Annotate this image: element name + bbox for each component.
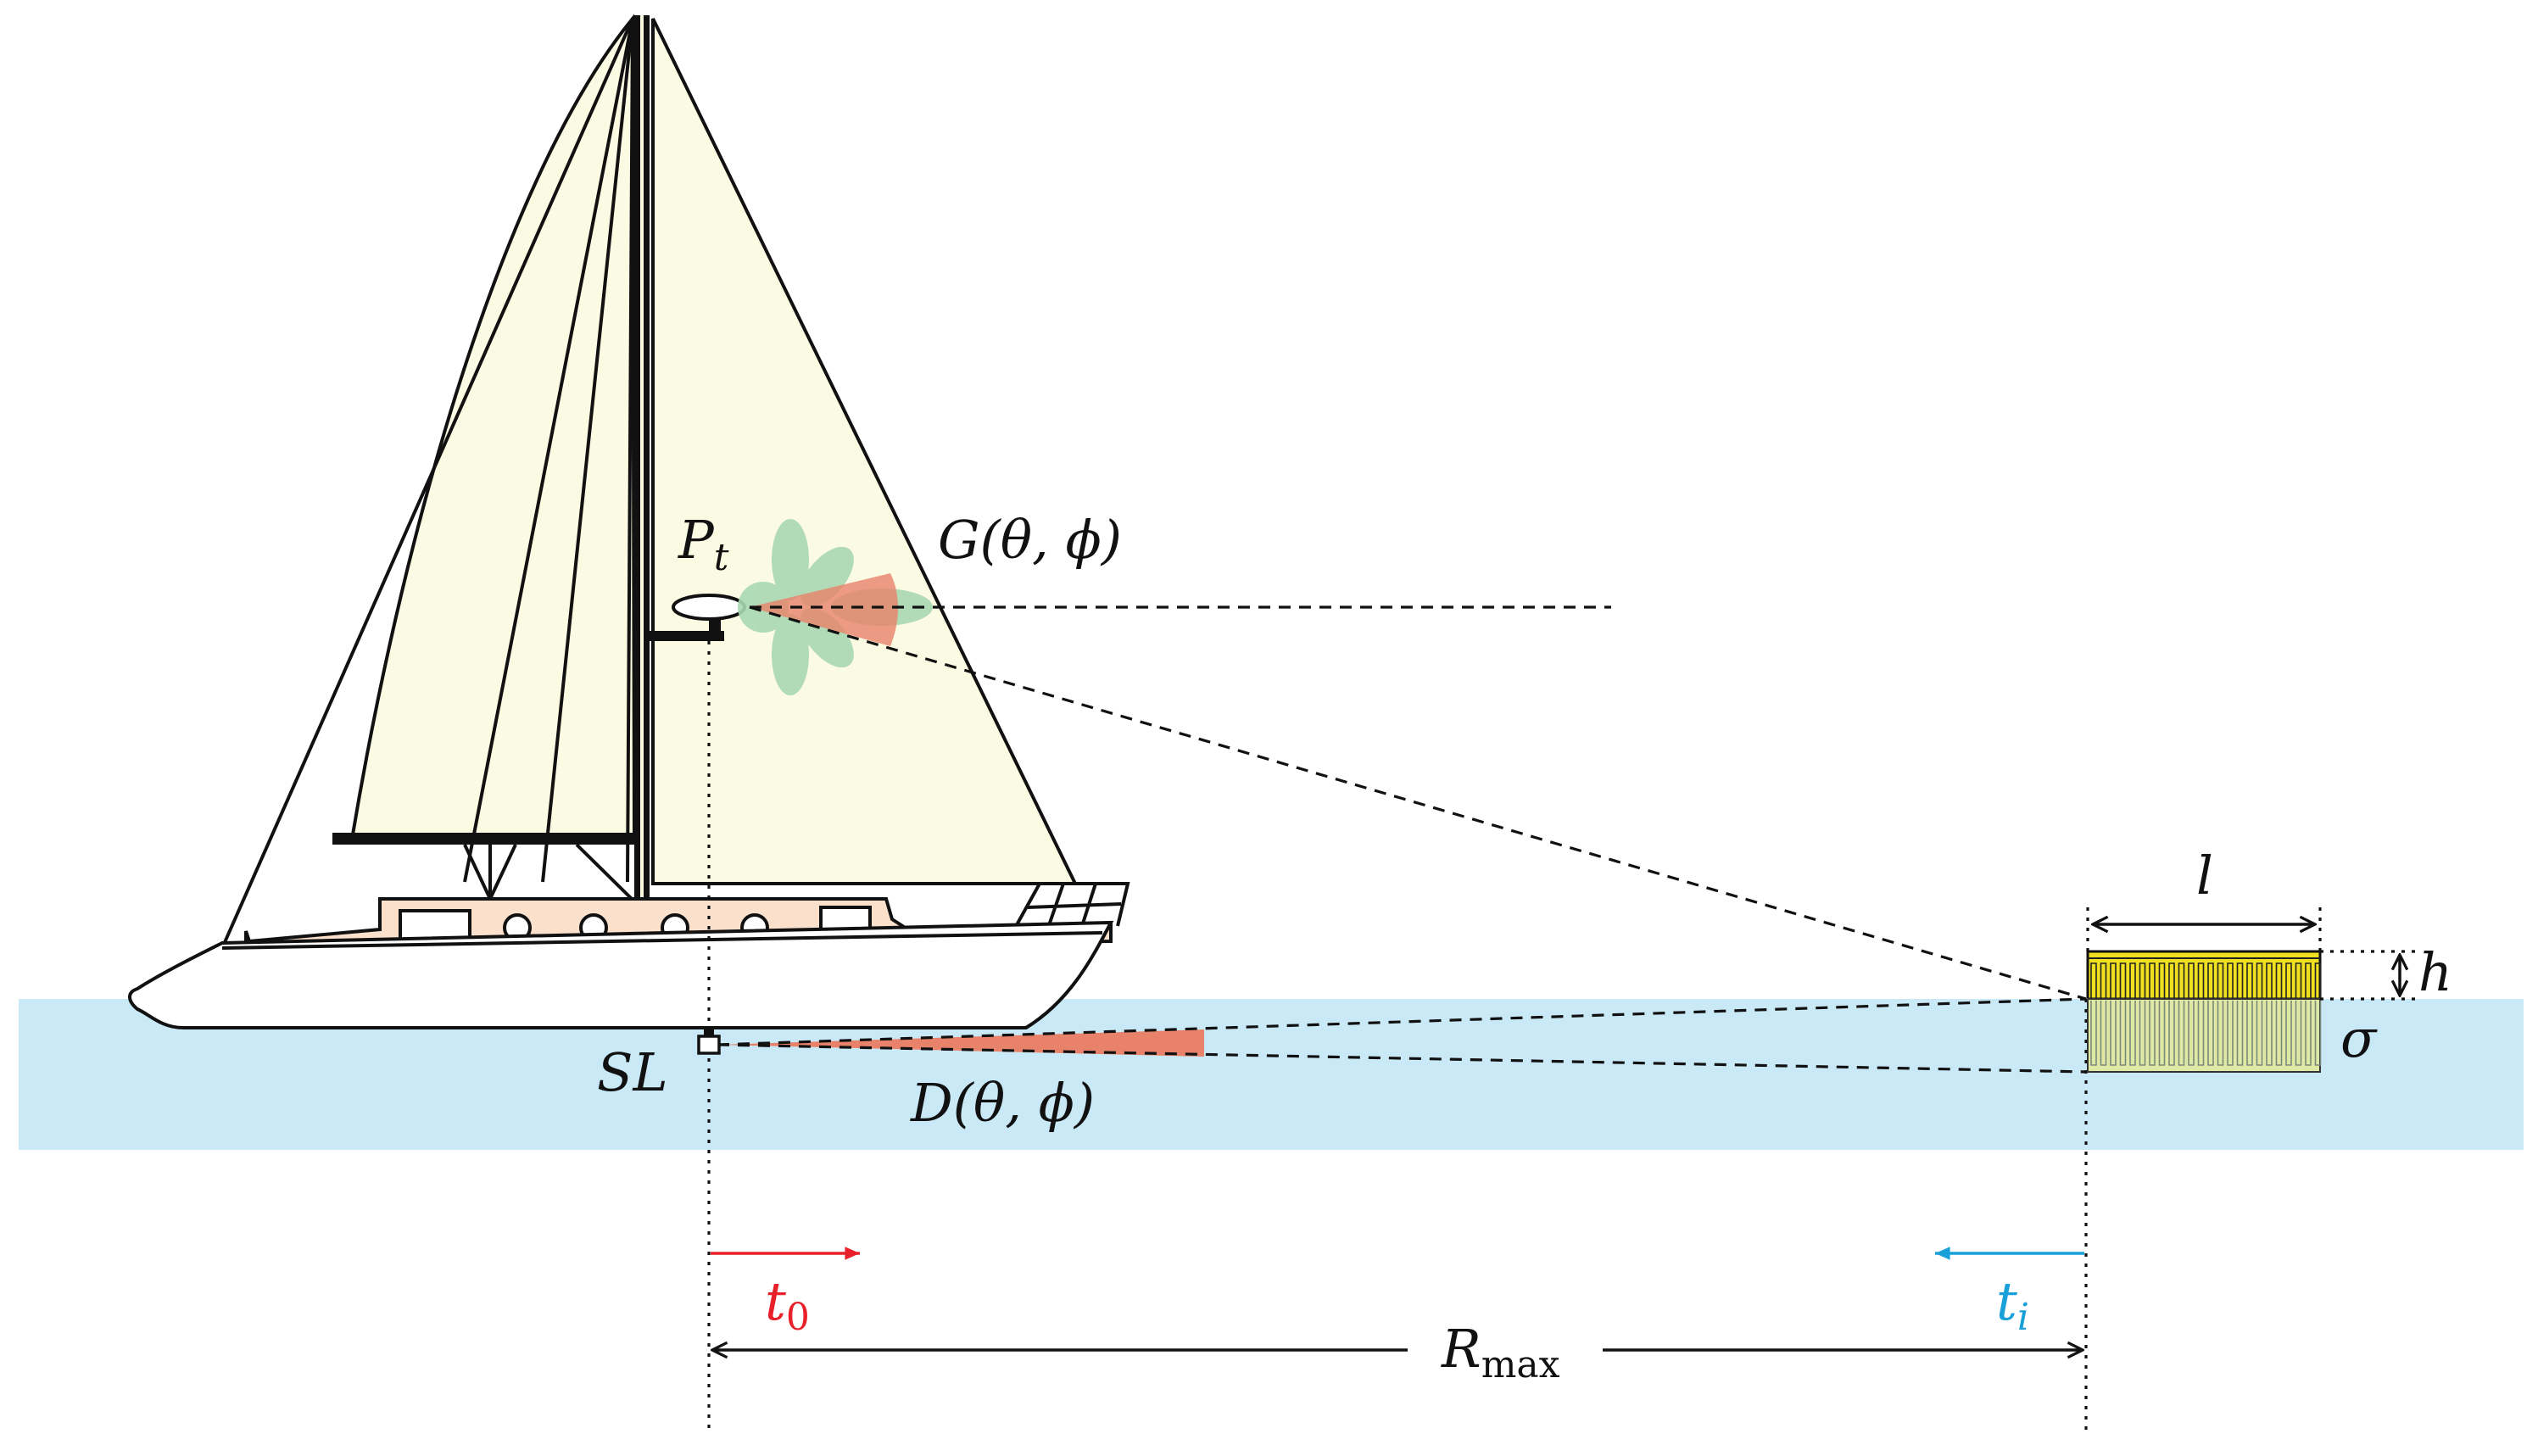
target-comb-tooth	[2158, 962, 2166, 999]
sonar-transducer	[697, 1035, 721, 1055]
target-submerged-tooth	[2139, 1001, 2146, 1066]
target-submerged-tooth	[2158, 1001, 2166, 1066]
target-comb-tooth	[2207, 962, 2214, 999]
target-comb-tooth	[2129, 962, 2136, 999]
hull	[128, 920, 1114, 1029]
target-submerged-tooth	[2090, 1001, 2097, 1066]
transducer-mount	[704, 1026, 714, 1036]
target-submerged-tooth	[2197, 1001, 2205, 1066]
label-sl: SL	[597, 1041, 668, 1103]
target-submerged-tooth	[2305, 1001, 2312, 1066]
target-comb-tooth	[2149, 962, 2156, 999]
target-comb-tooth	[2178, 962, 2185, 999]
label-length: l	[2196, 845, 2213, 907]
target-comb-tooth	[2305, 962, 2312, 999]
target-comb-tooth	[2119, 962, 2127, 999]
target-comb-tooth	[2110, 962, 2117, 999]
sailboat	[128, 14, 1130, 1029]
target-submerged-tooth	[2227, 1001, 2234, 1066]
target-comb-tooth	[2314, 962, 2322, 999]
target-submerged-tooth	[2256, 1001, 2263, 1066]
radar-bracket	[644, 631, 724, 641]
label-t0: t0	[765, 1270, 810, 1339]
backstay	[220, 18, 634, 949]
jib-sail	[651, 18, 1079, 885]
target-comb-tooth	[2090, 962, 2097, 999]
target-submerged-tooth	[2188, 1001, 2195, 1066]
target-comb-tooth	[2217, 962, 2224, 999]
target-submerged-tooth	[2168, 1001, 2175, 1066]
boom-vang-2	[575, 843, 633, 901]
target-submerged-tooth	[2314, 1001, 2322, 1066]
target-submerged-tooth	[2149, 1001, 2156, 1066]
target-comb-tooth	[2188, 962, 2195, 999]
target-submerged-tooth	[2266, 1001, 2273, 1066]
label-gain: G(θ, ϕ)	[938, 509, 1122, 571]
label-sigma: σ	[2340, 1007, 2378, 1069]
target-structure	[2086, 950, 2322, 1073]
boom	[332, 833, 638, 845]
boom-vang	[463, 844, 517, 903]
target-submerged-tooth	[2119, 1001, 2127, 1066]
mainsail	[349, 14, 637, 841]
target-submerged-tooth	[2110, 1001, 2117, 1066]
stay-line-2	[541, 18, 634, 883]
target-submerged-tooth	[2275, 1001, 2283, 1066]
target-comb-tooth	[2295, 962, 2302, 999]
sonar-beam-upper	[717, 997, 2087, 1046]
hull-sheer	[221, 931, 1103, 950]
target-submerged-tooth	[2236, 1001, 2244, 1066]
target-submerged-tooth	[2129, 1001, 2136, 1066]
target-comb-tooth	[2236, 962, 2244, 999]
label-rmax: Rmax	[1441, 1318, 1560, 1386]
target-submerged-tooth	[2295, 1001, 2302, 1066]
stay-line-3	[626, 18, 634, 883]
stay-line	[463, 18, 634, 883]
bow-rail	[1012, 882, 1130, 930]
target-submerged-tooth	[2217, 1001, 2224, 1066]
sonar-beam	[717, 1029, 1204, 1057]
sonar-beam-lower	[717, 1043, 2087, 1074]
label-pt: Pt	[678, 509, 729, 579]
target-comb-tooth	[2168, 962, 2175, 999]
radar-antenna	[672, 594, 746, 621]
target-submerged-tooth	[2178, 1001, 2185, 1066]
radar-line-of-sight	[749, 605, 2087, 1001]
label-directivity: D(θ, ϕ)	[910, 1072, 1095, 1134]
radar-beam	[750, 573, 898, 646]
target-comb-tooth	[2275, 962, 2283, 999]
target-comb-tooth	[2100, 962, 2107, 999]
target-comb-tooth	[2227, 962, 2234, 999]
target-submerged-tooth	[2207, 1001, 2214, 1066]
target-comb-tooth	[2246, 962, 2253, 999]
target-comb-tooth	[2285, 962, 2292, 999]
label-ti: ti	[1996, 1270, 2029, 1339]
target-submerged-tooth	[2100, 1001, 2107, 1066]
target-comb-tooth	[2266, 962, 2273, 999]
label-height: h	[2418, 941, 2452, 1003]
target-comb-tooth	[2197, 962, 2205, 999]
target-comb-tooth	[2139, 962, 2146, 999]
target-comb-tooth	[2256, 962, 2263, 999]
target-submerged-tooth	[2285, 1001, 2292, 1066]
target-submerged-tooth	[2246, 1001, 2253, 1066]
